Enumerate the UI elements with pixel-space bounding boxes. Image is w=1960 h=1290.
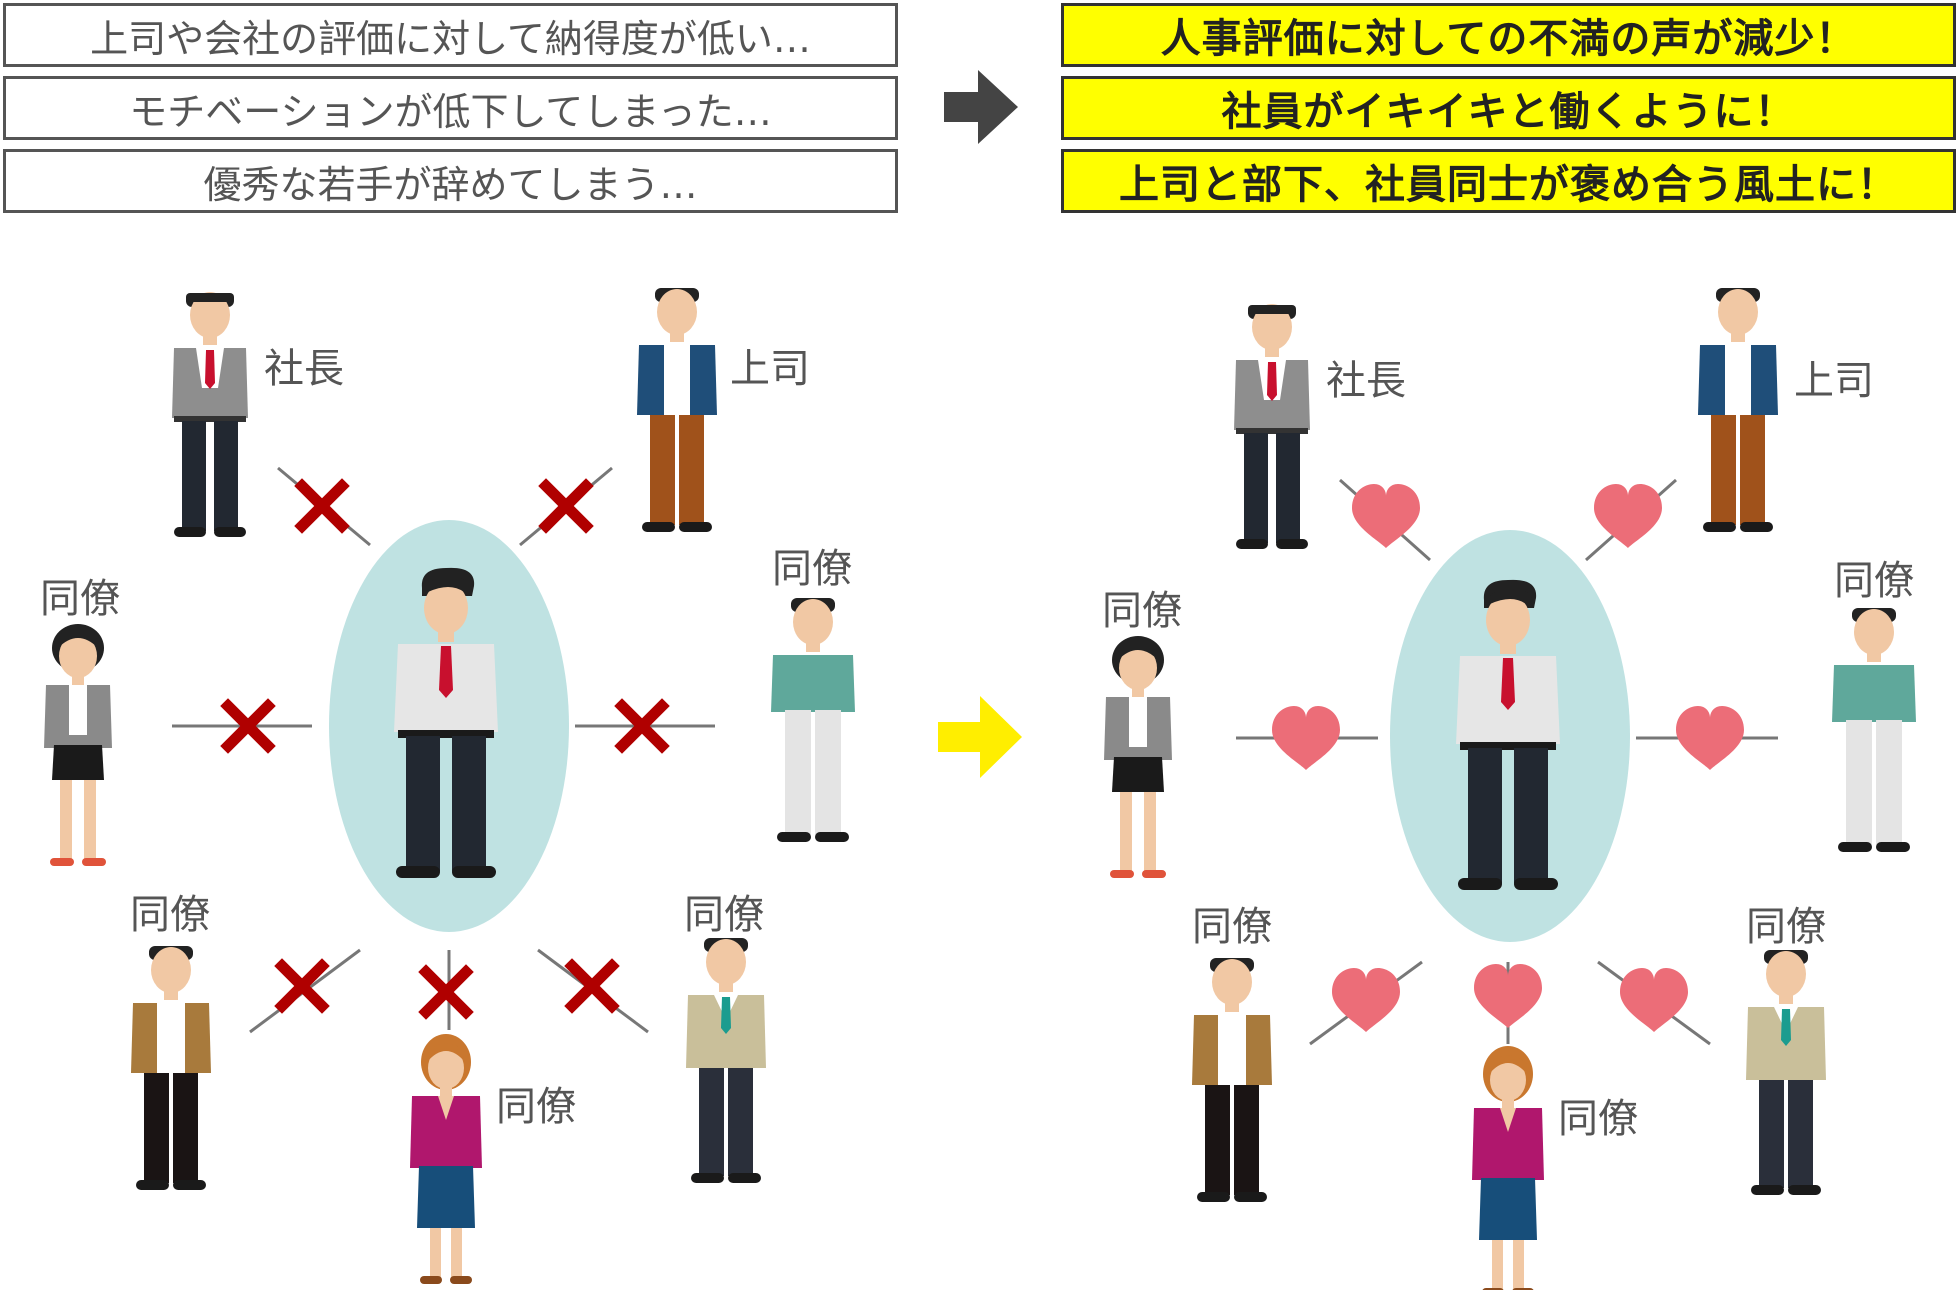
colleague-figure (131, 946, 211, 1190)
colleague-figure (686, 938, 766, 1183)
president-figure (172, 292, 248, 537)
cross-icon (546, 486, 586, 526)
label-president: 社長 (1326, 358, 1406, 404)
arrow-right-icon (938, 696, 1022, 778)
label-president: 社長 (264, 346, 344, 392)
result-text-3: 上司と部下、社員同士が褒め合う風土に！ (1119, 162, 1898, 208)
problem-box-1: 上司や会社の評価に対して納得度が低い… (3, 3, 898, 67)
boss-figure (1698, 288, 1778, 532)
heart-icon (1352, 484, 1420, 548)
label-colleague: 同僚 (1746, 904, 1826, 950)
problem-text-3: 優秀な若手が辞めてしまう… (203, 162, 698, 207)
cross-icon (426, 972, 466, 1012)
label-boss: 上司 (730, 346, 810, 392)
problem-text-2: モチベーションが低下してしまった… (129, 89, 772, 134)
colleague-figure (1746, 950, 1826, 1195)
label-colleague: 同僚 (1558, 1096, 1638, 1142)
cross-icon (282, 966, 322, 1006)
label-colleague: 同僚 (772, 546, 852, 592)
problem-text-1: 上司や会社の評価に対して納得度が低い… (90, 16, 811, 61)
label-colleague: 同僚 (1834, 558, 1914, 604)
colleague-figure (771, 598, 855, 842)
result-box-1: 人事評価に対しての不満の声が減少！ (1061, 3, 1956, 67)
heart-icon (1272, 706, 1340, 770)
problem-box-3: 優秀な若手が辞めてしまう… (3, 149, 898, 213)
cross-icon (572, 966, 612, 1006)
result-box-2: 社員がイキイキと働くように！ (1061, 76, 1956, 140)
label-colleague: 同僚 (1102, 588, 1182, 634)
label-colleague: 同僚 (1192, 904, 1272, 950)
after-diagram: 社長 上司 同僚 同僚 同僚 同僚 同僚 (1102, 288, 1916, 1290)
colleague-figure (1832, 608, 1916, 852)
heart-icon (1332, 968, 1400, 1032)
label-boss: 上司 (1794, 358, 1874, 404)
boss-figure (637, 288, 717, 532)
colleague-figure (1192, 958, 1272, 1202)
label-colleague: 同僚 (496, 1084, 576, 1130)
colleague-figure (1472, 1046, 1544, 1290)
result-text-1: 人事評価に対しての不満の声が減少！ (1160, 16, 1857, 62)
colleague-figure (410, 1034, 482, 1284)
cross-icon (302, 486, 342, 526)
heart-icon (1594, 484, 1662, 548)
colleague-figure (1104, 636, 1172, 878)
president-figure (1234, 304, 1310, 549)
label-colleague: 同僚 (40, 576, 120, 622)
arrow-right-icon (944, 70, 1018, 144)
colleague-figure (44, 624, 112, 866)
label-colleague: 同僚 (130, 892, 210, 938)
result-text-2: 社員がイキイキと働くように！ (1221, 89, 1796, 135)
before-diagram: 社長 上司 同僚 同僚 同僚 同僚 同僚 (40, 288, 855, 1284)
label-colleague: 同僚 (684, 892, 764, 938)
result-box-3: 上司と部下、社員同士が褒め合う風土に！ (1061, 149, 1956, 213)
problem-box-2: モチベーションが低下してしまった… (3, 76, 898, 140)
heart-icon (1676, 706, 1744, 770)
heart-icon (1620, 968, 1688, 1032)
